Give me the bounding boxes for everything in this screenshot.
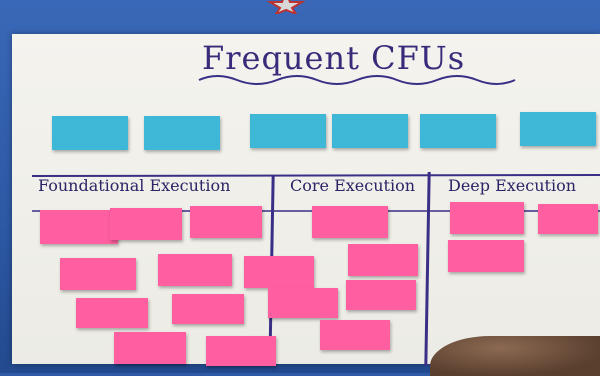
pink-sticky-note — [448, 240, 524, 272]
blue-sticky-note — [250, 114, 326, 148]
column-heading-foundational: Foundational Execution — [38, 176, 231, 195]
pink-sticky-note — [268, 288, 338, 318]
anchor-chart: Frequent CFUs Foundational Execution Cor… — [12, 34, 600, 367]
pink-sticky-note — [76, 298, 148, 328]
blue-sticky-note — [520, 112, 596, 146]
blue-sticky-note — [332, 114, 408, 148]
pink-sticky-note — [60, 258, 136, 290]
pink-sticky-note — [244, 256, 314, 288]
star-decoration-icon — [266, 0, 306, 14]
pink-sticky-note — [320, 320, 390, 350]
pink-sticky-note — [312, 206, 388, 238]
chart-title: Frequent CFUs — [202, 39, 466, 77]
pink-sticky-note — [348, 244, 418, 276]
pink-sticky-note — [190, 206, 262, 238]
pink-sticky-note — [206, 336, 276, 366]
blue-sticky-note — [52, 116, 128, 150]
blue-sticky-note — [420, 114, 496, 148]
header-divider-line — [31, 174, 600, 177]
pink-sticky-note — [450, 202, 524, 234]
column-heading-deep: Deep Execution — [448, 176, 577, 195]
pink-sticky-note — [172, 294, 244, 324]
pink-sticky-note — [110, 208, 182, 240]
pink-sticky-note — [40, 210, 118, 244]
chair-back — [430, 336, 600, 376]
pink-sticky-note — [158, 254, 232, 286]
blue-sticky-note — [144, 116, 220, 150]
pink-sticky-note — [114, 332, 186, 364]
pink-sticky-note — [346, 280, 416, 310]
pink-sticky-note — [538, 204, 598, 234]
column-heading-core: Core Execution — [290, 176, 415, 195]
title-underline-squiggle — [198, 75, 516, 85]
